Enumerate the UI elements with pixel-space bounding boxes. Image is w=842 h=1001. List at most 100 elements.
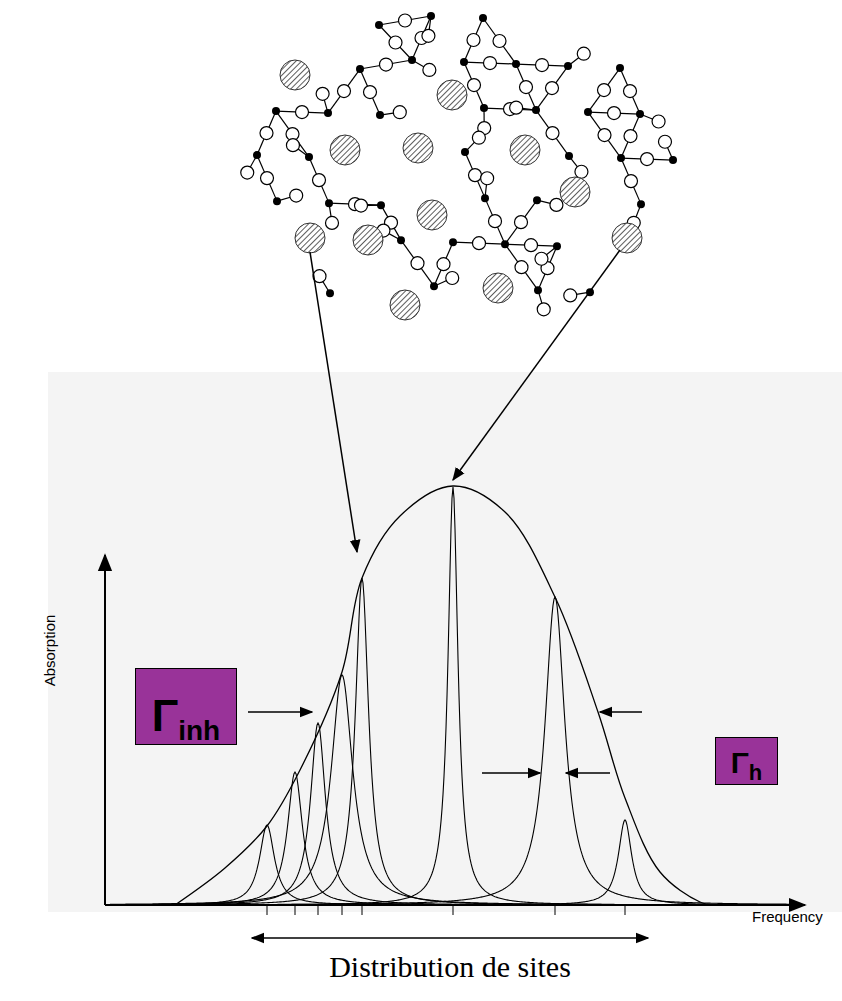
silicon-atom	[356, 65, 364, 73]
range-arrow	[252, 937, 648, 939]
silicon-atom	[397, 236, 405, 244]
oxygen-atom	[575, 165, 588, 178]
oxygen-atom	[290, 189, 303, 202]
oxygen-atom	[624, 85, 637, 98]
silicon-atom	[376, 111, 384, 119]
silicon-atom	[534, 286, 542, 294]
dopant-ion	[280, 60, 310, 90]
subscript: inh	[178, 717, 220, 745]
oxygen-atom	[481, 172, 494, 185]
oxygen-atom	[608, 107, 621, 120]
symbol: Γ	[152, 694, 178, 738]
silicon-atom	[375, 21, 383, 29]
tick	[453, 905, 454, 915]
silicon-atom	[460, 58, 468, 66]
tick	[555, 905, 556, 915]
tick	[362, 905, 363, 915]
oxygen-atom	[537, 303, 550, 316]
silicon-atom	[461, 148, 469, 156]
oxygen-atom	[520, 81, 533, 94]
width-arrow	[482, 772, 540, 774]
subscript: h	[749, 762, 762, 784]
silicon-atom	[305, 153, 313, 161]
oxygen-atom	[316, 87, 329, 100]
silicon-atom	[636, 110, 644, 118]
oxygen-atom	[261, 172, 274, 185]
bond	[328, 69, 360, 113]
spectrum	[105, 250, 805, 938]
oxygen-atom	[260, 127, 273, 140]
bond	[505, 200, 537, 244]
tick	[267, 905, 268, 915]
oxygen-atom	[598, 129, 611, 142]
oxygen-atom	[338, 85, 351, 98]
oxygen-atom	[423, 63, 436, 76]
oxygen-atom	[546, 82, 559, 95]
tick	[295, 905, 296, 915]
width-arrow	[248, 711, 312, 713]
silicon-atom	[617, 154, 625, 162]
oxygen-atom	[326, 216, 339, 229]
oxygen-atom	[536, 59, 549, 72]
silicon-atom	[481, 194, 489, 202]
dopant-ion	[403, 133, 433, 163]
symbol: Γ	[731, 748, 749, 778]
dopant-ion	[417, 200, 447, 230]
silicon-atom	[565, 152, 573, 160]
silicon-atom	[501, 240, 509, 248]
oxygen-atom	[598, 84, 611, 97]
oxygen-atom	[641, 153, 654, 166]
silicon-atom	[325, 199, 333, 207]
silicon-atom	[253, 151, 261, 159]
oxygen-atom	[355, 199, 368, 212]
glass-network	[241, 12, 677, 320]
oxygen-atom	[550, 198, 563, 211]
silicon-atom	[532, 106, 540, 114]
tick	[342, 905, 343, 915]
width-label-box: Γh	[715, 737, 778, 785]
silicon-atom	[430, 282, 438, 290]
silicon-atom	[669, 156, 677, 164]
oxygen-atom	[515, 261, 528, 274]
silicon-atom	[637, 200, 645, 208]
bond	[360, 69, 380, 115]
bond	[464, 62, 484, 108]
homogeneous-line	[110, 487, 789, 905]
bond	[536, 66, 568, 110]
silicon-atom	[326, 289, 334, 297]
bond	[620, 68, 640, 114]
silicon-atom	[427, 12, 435, 20]
dopant-ion	[510, 135, 540, 165]
homogeneous-line	[110, 597, 789, 905]
oxygen-atom	[399, 14, 412, 27]
dopant-ion	[353, 225, 383, 255]
oxygen-atom	[411, 257, 424, 270]
bond	[621, 158, 641, 204]
y-axis	[104, 555, 106, 905]
oxygen-atom	[625, 175, 638, 188]
axis-title: Absorption	[42, 614, 59, 686]
oxygen-atom	[493, 35, 506, 48]
range-caption: Distribution de sites	[329, 950, 571, 984]
silicon-atom	[512, 60, 520, 68]
bond	[379, 25, 412, 60]
oxygen-atom	[652, 115, 665, 128]
bond	[464, 18, 483, 62]
oxygen-atom	[546, 127, 559, 140]
silicon-atom	[553, 242, 561, 250]
tick	[625, 905, 626, 915]
pointer-arrow	[453, 250, 620, 480]
oxygen-atom	[658, 135, 671, 148]
axis-title: Frequency	[752, 908, 823, 925]
oxygen-atom	[525, 239, 538, 252]
oxygen-atom	[296, 106, 309, 119]
dopant-ion	[483, 273, 513, 303]
oxygen-atom	[468, 79, 481, 92]
dopant-ion	[390, 290, 420, 320]
width-arrow	[600, 711, 642, 713]
oxygen-atom	[577, 47, 590, 60]
oxygen-atom	[380, 58, 393, 71]
inhomogeneous-envelope	[175, 486, 715, 905]
dopant-ion	[612, 223, 642, 253]
pointer-arrow	[310, 252, 357, 552]
